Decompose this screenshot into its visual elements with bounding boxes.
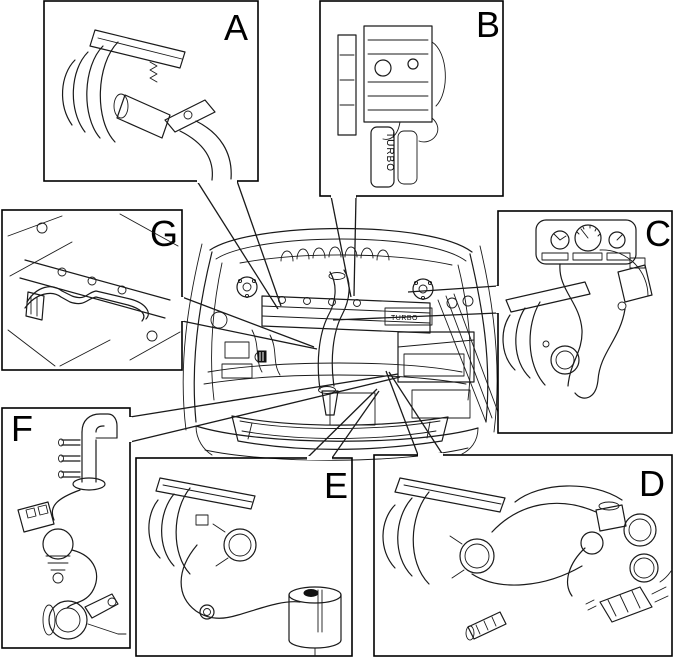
engine-turbo-badge: TURBO xyxy=(384,307,433,326)
leader-a-right xyxy=(236,180,282,307)
throttle-body-e xyxy=(223,528,257,562)
panel-f-letter: F xyxy=(11,408,33,449)
panel-g-drawing xyxy=(7,213,181,367)
reservoir-hose xyxy=(574,308,626,399)
fender-outlines xyxy=(182,243,498,433)
panel-c-drawing xyxy=(502,219,653,399)
hose-valve-to-actuator xyxy=(66,549,98,609)
leader-d-right xyxy=(388,371,444,456)
panel-g: G xyxy=(1,209,184,371)
cowl-vent-louvres xyxy=(280,246,390,262)
panel-d-frame xyxy=(373,454,673,657)
panel-e-letter: E xyxy=(324,465,348,506)
leader-e-right xyxy=(331,390,380,459)
turbo-badge-text: TURBO xyxy=(384,132,395,172)
panel-b: B TURBO xyxy=(319,0,504,198)
panel-a: A xyxy=(43,0,259,183)
throttle-body-d xyxy=(459,538,495,574)
panel-a-frame xyxy=(43,0,259,182)
hose-to-canister xyxy=(180,544,301,619)
leader-d-left xyxy=(385,370,419,456)
radiator-support xyxy=(203,362,467,385)
panel-e-drawing xyxy=(148,477,342,656)
leader-lines xyxy=(129,180,499,459)
hose-elbow-to-valve xyxy=(51,489,81,521)
leader-e-left xyxy=(306,388,378,459)
instrument-cluster xyxy=(535,219,637,265)
vacuum-actuator xyxy=(48,600,88,640)
hood-latch xyxy=(321,390,339,416)
panel-d-drawing xyxy=(382,477,673,641)
left-bay-components xyxy=(210,311,281,379)
sensor xyxy=(585,569,673,623)
panel-f: F xyxy=(1,407,132,649)
leader-b-left xyxy=(330,195,352,298)
engine-valve-cover xyxy=(261,295,431,334)
panel-g-letter: G xyxy=(150,213,178,254)
leader-f-upper xyxy=(129,373,399,418)
panel-b-drawing: TURBO xyxy=(337,25,446,188)
panel-e: E xyxy=(135,456,353,657)
panel-c: C xyxy=(496,210,673,434)
front-grille xyxy=(231,390,449,450)
leader-a-left xyxy=(196,180,279,310)
right-apron-lines xyxy=(437,293,499,423)
canister xyxy=(288,586,342,656)
panel-c-frame xyxy=(497,210,673,434)
leader-c-upper xyxy=(407,285,499,293)
panel-d: D xyxy=(373,453,673,657)
valve-connector xyxy=(17,501,55,533)
panel-d-letter: D xyxy=(639,463,665,504)
engine-turbo-badge-text: TURBO xyxy=(391,315,418,322)
gauge-hose xyxy=(559,263,583,387)
panel-f-frame xyxy=(1,407,131,649)
solenoid-valve-cluster xyxy=(580,501,659,583)
leader-c-lower xyxy=(332,312,499,321)
panel-e-frame xyxy=(135,457,353,657)
panel-g-frame xyxy=(1,209,183,371)
leader-f-lower xyxy=(129,376,401,443)
panel-c-letter: C xyxy=(645,213,671,254)
panel-a-letter: A xyxy=(224,7,248,48)
reservoir xyxy=(617,264,653,303)
strut-tower-right xyxy=(412,278,434,301)
leader-b-right xyxy=(353,195,357,297)
panel-b-letter: B xyxy=(476,4,500,45)
panel-a-drawing xyxy=(61,29,232,181)
hose-connector-block xyxy=(257,350,267,363)
cowl-line xyxy=(239,254,453,266)
intake-pipe xyxy=(317,269,376,426)
strut-tower-left xyxy=(236,276,258,299)
turbo-badge-plate xyxy=(370,126,395,188)
hose-upper xyxy=(491,502,597,533)
panel-f-drawing xyxy=(17,413,127,640)
leader-g-upper xyxy=(181,296,315,348)
wheel-well-arc xyxy=(599,249,649,297)
panel-b-frame xyxy=(319,0,504,197)
threaded-fitting xyxy=(465,611,507,641)
leader-g-lower xyxy=(181,320,318,350)
formed-vacuum-hose xyxy=(26,286,149,320)
